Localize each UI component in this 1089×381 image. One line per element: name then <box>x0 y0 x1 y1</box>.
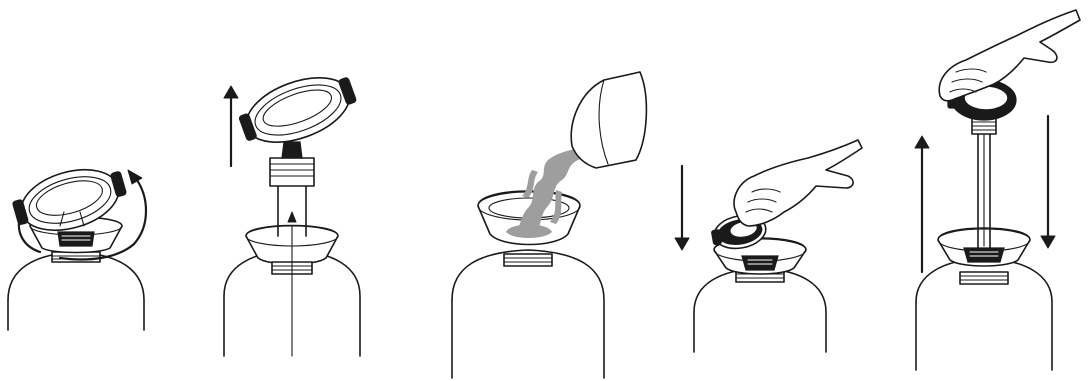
tank-3 <box>452 250 604 378</box>
oval-handle-2 <box>238 65 359 155</box>
step-1-unscrew-cap <box>8 158 146 330</box>
pour-cup-3 <box>571 72 646 168</box>
hand-5 <box>939 10 1080 101</box>
step-5-push-pull <box>915 10 1080 370</box>
hand-4 <box>734 140 862 226</box>
step-4-press-cap <box>675 140 862 352</box>
step-2-lift-cap <box>224 64 362 356</box>
step-3-pour-media <box>452 72 646 378</box>
cap-body-1 <box>58 232 94 246</box>
tank-1 <box>8 252 144 330</box>
